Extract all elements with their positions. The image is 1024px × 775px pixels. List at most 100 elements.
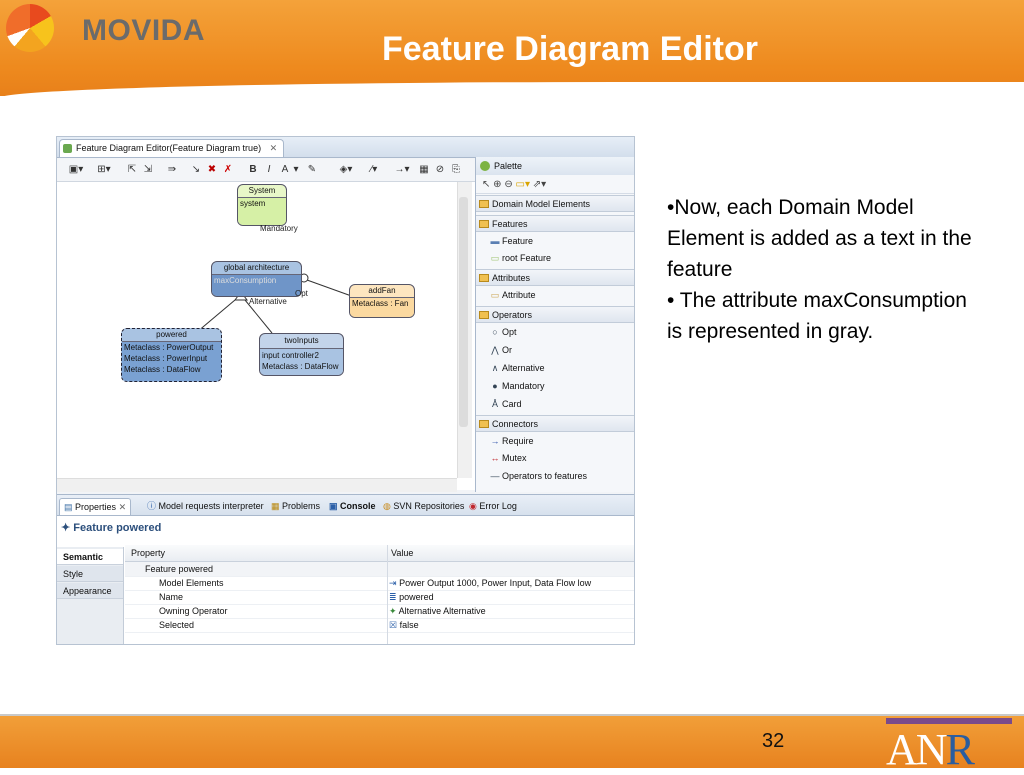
tab-error-log[interactable]: ◉ Error Log: [465, 498, 521, 514]
attribute-icon: ▭: [490, 290, 500, 300]
table-row[interactable]: Selected ☒ false: [125, 618, 634, 633]
group-label: Feature powered: [145, 564, 214, 574]
feature-node-system[interactable]: System system: [237, 184, 287, 226]
palette-item-or[interactable]: ⋀Or: [488, 342, 512, 358]
table-row[interactable]: Name ≣ powered: [125, 590, 634, 605]
italic-button[interactable]: I: [267, 164, 271, 175]
properties-table: Property Value Feature powered Model Ele…: [125, 545, 634, 644]
select-all-icon[interactable]: ▣▾: [68, 164, 84, 175]
feature-node-powered[interactable]: powered Metaclass : PowerOutput Metaclas…: [121, 328, 222, 382]
opt-label: Opt: [295, 289, 308, 298]
export-icon[interactable]: ⇱: [127, 164, 137, 175]
svn-icon: ◍: [383, 501, 391, 511]
close-icon[interactable]: ✕: [118, 502, 127, 512]
drawer-label: Connectors: [492, 419, 539, 429]
zoom-out-icon[interactable]: ⊖: [504, 179, 513, 190]
tab-label: Properties: [75, 502, 117, 512]
horizontal-scrollbar[interactable]: [57, 478, 457, 492]
tab-properties[interactable]: ▤ Properties ✕: [59, 498, 132, 515]
operator-icon: ✦: [389, 606, 397, 616]
palette-item-feature[interactable]: ▬Feature: [488, 233, 534, 249]
palette-item-label: Attribute: [502, 290, 536, 300]
drawer-label: Attributes: [492, 273, 531, 283]
drawer-domain-model-elements[interactable]: Domain Model Elements: [476, 195, 634, 212]
attribute-text: maxConsumption: [214, 276, 277, 285]
diagram-canvas[interactable]: System system Mandatory global architect…: [57, 182, 475, 490]
model-elements-icon: ⇥: [389, 578, 397, 588]
property-name: Model Elements: [159, 578, 224, 588]
feature-node-twoinputs[interactable]: twoInputs input controller2 Metaclass : …: [259, 333, 344, 376]
table-row[interactable]: Model Elements ⇥ Power Output 1000, Powe…: [125, 576, 634, 591]
properties-title: ✦ Feature powered: [61, 521, 161, 534]
copy-icon[interactable]: ⎘: [452, 164, 460, 175]
tab-console[interactable]: ▣ Console: [325, 498, 380, 514]
palette-item-operators-to-features[interactable]: —Operators to features: [488, 468, 588, 484]
drawer-connectors[interactable]: Connectors: [476, 415, 634, 432]
movida-logo-icon: [6, 4, 54, 52]
node-body-line: Metaclass : PowerInput: [124, 354, 208, 363]
zoom-in-icon[interactable]: ⊕: [493, 179, 502, 190]
opt-icon: ○: [492, 327, 498, 337]
fill-color-icon[interactable]: ◈▾: [339, 164, 353, 175]
table-group-row[interactable]: Feature powered: [125, 562, 634, 577]
tab-svn-repositories[interactable]: ◍ SVN Repositories: [379, 498, 468, 514]
bold-button[interactable]: B: [249, 164, 257, 175]
drawer-operators[interactable]: Operators: [476, 306, 634, 323]
drawer-attributes[interactable]: Attributes: [476, 269, 634, 286]
chevron-down-icon[interactable]: ▾: [293, 164, 299, 175]
node-body-line: Metaclass : PowerOutput: [124, 343, 214, 352]
link-tool-icon[interactable]: ⇗▾: [532, 179, 547, 190]
feature-node-addfan[interactable]: addFan Metaclass : Fan: [349, 284, 415, 318]
anr-logo: ANR: [886, 725, 975, 774]
mutex-arrow-icon: ↔: [490, 453, 500, 463]
node-title: global architecture: [212, 262, 301, 275]
editor-toolbar: ▣▾ ⊞▾ ⇱ ⇲ ⇛ ↘ ✖ ✗ B I A ▾ ✎ ◈▾ ⁄▾ →▾ ▦ ⊘…: [57, 159, 475, 182]
pin-icon[interactable]: ↘: [191, 164, 201, 175]
palette-item-require[interactable]: →Require: [488, 433, 534, 449]
scrollbar-thumb[interactable]: [459, 197, 468, 427]
palette-title: Palette: [494, 161, 523, 171]
zoom-icon[interactable]: ▦: [419, 164, 429, 175]
page-number: 32: [762, 730, 785, 752]
info-icon: ⓘ: [147, 501, 157, 511]
tab-appearance[interactable]: Appearance: [57, 583, 123, 599]
note-tool-icon[interactable]: ▭▾: [515, 179, 530, 190]
text-value-icon: ≣: [389, 592, 397, 602]
palette-item-opt[interactable]: ○Opt: [488, 324, 516, 340]
font-icon[interactable]: ✎: [307, 164, 317, 175]
node-title: powered: [122, 329, 221, 342]
palette-item-root-feature[interactable]: ▭root Feature: [488, 250, 551, 266]
font-color-button[interactable]: A: [281, 164, 289, 175]
error-log-icon: ◉: [469, 501, 477, 511]
line-color-icon[interactable]: ⁄▾: [370, 164, 378, 175]
line-style-icon[interactable]: →▾: [394, 164, 410, 175]
feature-node-global-architecture[interactable]: global architecture maxConsumption: [211, 261, 302, 297]
drawer-label: Features: [492, 219, 528, 229]
arrange-icon[interactable]: ⊞▾: [97, 164, 111, 175]
tab-model-requests[interactable]: ⓘ Model requests interpreter: [143, 498, 268, 514]
drawer-features[interactable]: Features: [476, 215, 634, 232]
tab-problems[interactable]: ▦ Problems: [267, 498, 324, 514]
bullet-item: • The attribute maxConsumption is repres…: [667, 289, 967, 343]
palette-icon: [480, 161, 490, 171]
editor-tab[interactable]: Feature Diagram Editor(Feature Diagram t…: [59, 139, 285, 157]
link-icon[interactable]: ⊘: [435, 164, 445, 175]
delete-icon[interactable]: ✖: [207, 164, 217, 175]
select-tool-icon[interactable]: ↖: [482, 179, 491, 190]
forward-icon[interactable]: ⇛: [167, 164, 177, 175]
tab-semantic[interactable]: Semantic: [57, 549, 123, 565]
property-value: Alternative Alternative: [398, 606, 486, 616]
palette-item-attribute[interactable]: ▭Attribute: [488, 287, 536, 303]
close-icon[interactable]: ✕: [269, 143, 278, 153]
properties-title-text: Feature powered: [73, 522, 162, 534]
delete-model-icon[interactable]: ✗: [223, 164, 233, 175]
table-row[interactable]: Owning Operator ✦ Alternative Alternativ…: [125, 604, 634, 619]
property-name: Owning Operator: [159, 606, 228, 616]
views-panel: ▤ Properties ✕ ⓘ Model requests interpre…: [57, 494, 634, 644]
palette-item-alternative[interactable]: ∧Alternative: [488, 360, 545, 376]
palette-item-mandatory[interactable]: ●Mandatory: [488, 378, 544, 394]
tab-style[interactable]: Style: [57, 566, 123, 582]
import-icon[interactable]: ⇲: [143, 164, 153, 175]
palette-item-mutex[interactable]: ↔Mutex: [488, 450, 527, 466]
